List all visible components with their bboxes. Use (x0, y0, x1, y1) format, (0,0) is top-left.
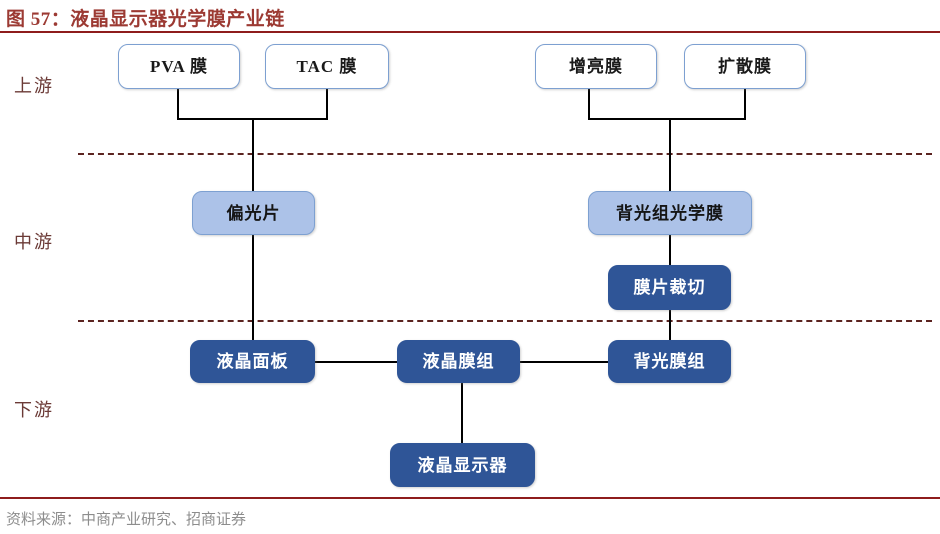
stage-label-midstream: 中游 (14, 232, 54, 252)
connector-backlight-to-cutting (669, 233, 671, 266)
connector-lcdmodule-to-display (461, 382, 463, 444)
connector-cutting-to-blmodule (669, 309, 671, 343)
tier-divider-midstream-downstream (78, 320, 932, 322)
node-pva-film[interactable]: PVA 膜 (118, 44, 240, 89)
title-divider-rule (0, 31, 940, 33)
node-brightness-enhancement-film[interactable]: 增亮膜 (535, 44, 657, 89)
tier-divider-upstream-midstream (78, 153, 932, 155)
connector-lcdmodule-to-blmodule (519, 361, 609, 363)
connector-right-bracket-to-backlight (669, 118, 671, 193)
node-backlight-optical-film[interactable]: 背光组光学膜 (588, 191, 752, 235)
node-lcd-film-module[interactable]: 液晶膜组 (397, 340, 520, 383)
connector-polarizer-to-panel (252, 233, 254, 343)
connector-brighten-stub (588, 88, 590, 120)
node-lcd-panel[interactable]: 液晶面板 (190, 340, 315, 383)
connector-pva-stub (177, 88, 179, 120)
node-polarizer[interactable]: 偏光片 (192, 191, 315, 235)
connector-diffuse-stub (744, 88, 746, 120)
node-backlight-film-module[interactable]: 背光膜组 (608, 340, 731, 383)
figure-title: 图 57：液晶显示器光学膜产业链 (6, 9, 285, 30)
node-film-cutting[interactable]: 膜片裁切 (608, 265, 731, 310)
node-tac-film[interactable]: TAC 膜 (265, 44, 389, 89)
connector-panel-to-lcdmodule (314, 361, 398, 363)
connector-tac-stub (326, 88, 328, 120)
connector-left-bracket-to-polarizer (252, 118, 254, 193)
stage-label-downstream: 下游 (14, 400, 54, 420)
stage-label-upstream: 上游 (14, 76, 54, 96)
footer-divider-rule (0, 497, 940, 499)
source-note: 资料来源：中商产业研究、招商证券 (6, 512, 247, 528)
node-diffusion-film[interactable]: 扩散膜 (684, 44, 806, 89)
node-lcd-display[interactable]: 液晶显示器 (390, 443, 535, 487)
connector-right-bracket-bar (588, 118, 746, 120)
